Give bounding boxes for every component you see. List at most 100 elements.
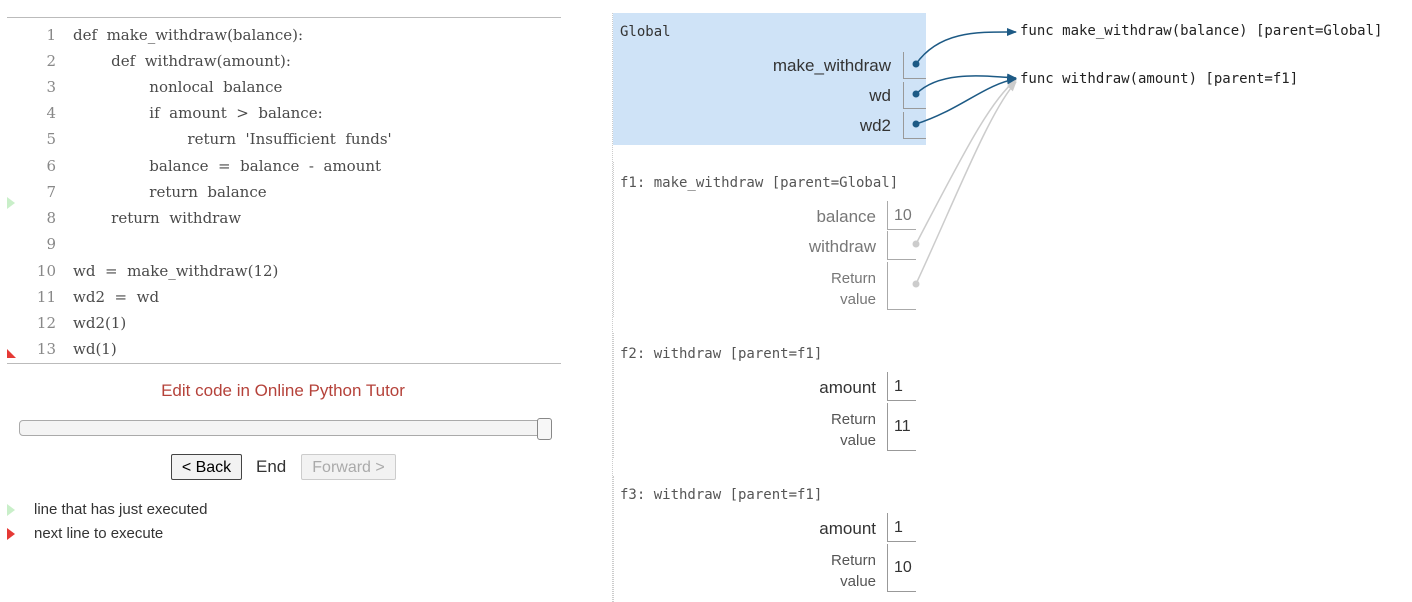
execution-slider-handle[interactable] [537,418,552,440]
f2-var-amount: amount [819,378,876,397]
code-text: if amount > balance: [73,104,323,122]
edit-code-link[interactable]: Edit code in Online Python Tutor [161,381,405,400]
line-number: 12 [36,314,56,332]
global-var-make-withdraw-box [903,52,926,79]
code-line: 7 return balance [0,179,560,205]
f1-return-pointer [915,81,1017,285]
f2-return-label-line1: Return [830,411,876,428]
line-number: 9 [46,235,56,253]
code-text: wd(1) [73,340,117,358]
code-line: 1 def make_withdraw(balance): [0,22,560,48]
line-number: 13 [36,340,56,358]
line-number: 2 [46,52,56,70]
code-text: balance = balance - amount [73,157,382,175]
f1-var-balance-box [887,201,916,230]
code-line: 4 if amount > balance: [0,100,560,126]
f2-var-amount-value: 1 [894,378,903,395]
global-var-wd2: wd2 [859,116,891,135]
legend-next: next line to execute [0,523,560,545]
code-line: 3 nonlocal balance [0,74,560,100]
wd-pointer [915,73,1017,95]
f3-return-label: Return value [831,550,876,592]
global-var-make-withdraw: make_withdraw [772,56,891,75]
f2-var-amount-box [887,372,916,401]
line-number: 11 [36,288,56,306]
f1-return-label-line1: Return [830,270,876,287]
forward-button[interactable]: Forward > [301,454,396,480]
make-withdraw-pointer [915,27,1017,65]
line-number: 1 [46,26,56,44]
line-number: 5 [46,130,56,148]
navigation-controls: < Back End Forward > [0,454,566,482]
wd2-pointer [915,76,1017,125]
f1-var-balance-value: 10 [894,207,912,224]
global-frame [613,13,926,145]
next-arrow-icon [7,528,15,540]
code-line: 9 [0,231,560,257]
f1-withdraw-pointer [915,79,1017,245]
f3-var-amount: amount [819,519,876,538]
frame-f2 [613,333,614,458]
executed-arrow-icon [7,504,15,516]
global-var-wd-box [903,82,926,109]
legend-executed-text: line that has just executed [34,501,208,518]
legend-executed: line that has just executed [0,499,560,521]
next-line-arrow-icon [7,349,16,358]
f1-return-label-line2: value [840,291,876,308]
f3-return-label-line1: Return [830,552,876,569]
make-withdraw-pointer-dot [912,60,920,68]
legend-next-text: next line to execute [34,525,164,542]
f3-return-box [887,544,916,592]
code-text: nonlocal balance [73,78,283,96]
line-number: 8 [46,209,56,227]
f1-return-pointer-dot [912,280,920,288]
f1-var-withdraw-box [887,231,916,260]
line-number: 4 [46,104,56,122]
f3-var-amount-value: 1 [894,519,903,536]
back-button[interactable]: < Back [171,454,242,480]
code-text: wd2(1) [73,314,127,332]
line-number: 6 [46,157,56,175]
f2-return-value: 11 [894,418,911,435]
frame-f3 [613,476,614,602]
step-status: End [256,457,287,476]
code-panel: 1 def make_withdraw(balance): 2 def with… [0,0,562,602]
global-var-wd2-box [903,112,926,139]
code-text: def make_withdraw(balance): [73,26,304,44]
f1-return-box [887,262,916,310]
code-line: 5 return 'Insufficient funds' [0,126,560,152]
frame-f1-title: f1: make_withdraw [parent=Global] [620,175,899,191]
f3-return-label-line2: value [840,573,876,590]
f1-var-balance: balance [816,207,876,226]
frame-f3-title: f3: withdraw [parent=f1] [620,487,823,503]
frames-divider [612,13,613,602]
code-line: 8 return withdraw [0,205,560,231]
frame-f1 [613,162,614,317]
code-line: 11 wd2 = wd [0,284,560,310]
line-number: 3 [46,78,56,96]
f1-return-label: Return value [831,268,876,310]
wd-pointer-dot [912,90,920,98]
global-var-wd: wd [869,86,891,105]
frame-f2-title: f2: withdraw [parent=f1] [620,346,823,362]
f1-withdraw-pointer-dot [912,240,920,248]
f1-var-withdraw: withdraw [808,237,876,256]
code-text: def withdraw(amount): [73,52,291,70]
code-text: return withdraw [73,209,242,227]
code-text: wd = make_withdraw(12) [73,262,279,280]
code-text: return balance [73,183,267,201]
line-number: 10 [36,262,56,280]
f3-var-amount-box [887,513,916,542]
code-line: 13 wd(1) [0,336,560,362]
executed-line-arrow-icon [7,197,15,209]
f2-return-label: Return value [831,409,876,451]
f2-return-label-line2: value [840,432,876,449]
code-top-divider [7,17,561,18]
code-bottom-divider [7,363,561,364]
code-line: 2 def withdraw(amount): [0,48,560,74]
f3-return-value: 10 [894,559,912,576]
f2-return-box [887,403,916,451]
line-number: 7 [46,183,56,201]
wd2-pointer-dot [912,120,920,128]
